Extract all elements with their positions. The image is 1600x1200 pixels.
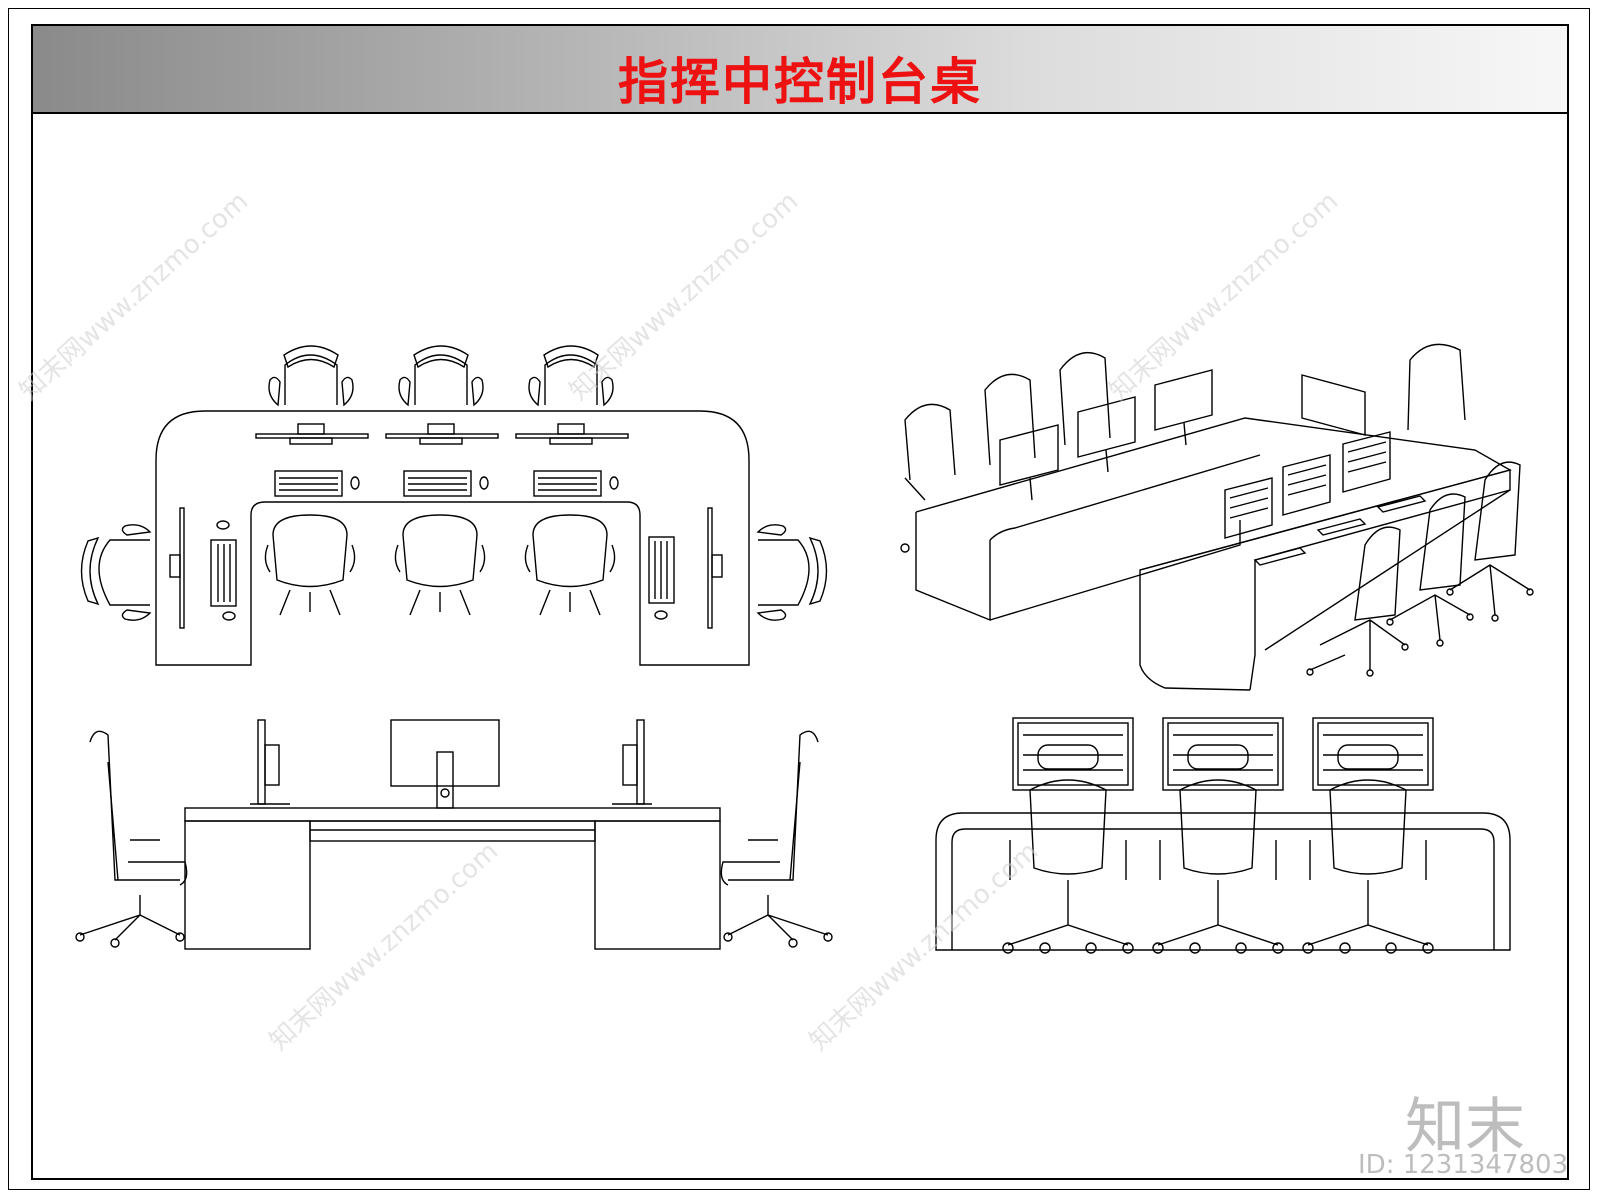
iso-chair-front-1	[1306, 526, 1409, 677]
side-elevation	[75, 719, 833, 950]
iso-chair-back-2	[984, 373, 1036, 466]
page-title: 指挥中控制台桌	[618, 53, 982, 111]
iso-monitor-1	[999, 424, 1059, 501]
plan-chair-right	[756, 524, 828, 621]
plan-keyboard-left	[210, 520, 237, 621]
image-id-label: ID: 1231347803	[1358, 1150, 1569, 1180]
side-monitor-right	[612, 719, 652, 805]
plan-chair-left	[80, 524, 152, 621]
plan-monitor-right	[707, 507, 723, 629]
plan-chair-inner-2	[394, 514, 486, 616]
front-monitor-2	[1162, 717, 1284, 791]
plan-chair-inner-1	[264, 514, 356, 616]
iso-monitor-5	[1224, 477, 1273, 539]
title-banner	[33, 26, 1567, 114]
front-monitor-3	[1312, 717, 1434, 791]
plan-keyboard-3	[533, 470, 619, 497]
plan-monitor-3	[515, 423, 629, 445]
front-chair-1	[1002, 744, 1134, 954]
iso-chair-back-1	[900, 403, 956, 553]
isometric-view	[900, 343, 1534, 691]
iso-monitor-6	[1282, 454, 1331, 516]
iso-chair-back-3	[1059, 351, 1111, 446]
inner-frame	[31, 24, 1569, 1180]
iso-monitor-7	[1342, 431, 1391, 493]
plan-monitor-1	[255, 423, 369, 445]
iso-chair-front-3	[1446, 461, 1534, 622]
side-chair-left	[75, 730, 188, 948]
side-chair-right	[720, 730, 833, 948]
front-chair-3	[1302, 744, 1434, 954]
plan-chair-top-1	[268, 345, 354, 407]
plan-chair-top-2	[398, 345, 484, 407]
iso-chair-back-4	[1407, 343, 1466, 431]
brand-logo: 知末	[1405, 1092, 1525, 1162]
front-monitor-1	[1012, 717, 1134, 791]
side-monitor-left	[250, 719, 290, 805]
side-monitor-center	[390, 719, 500, 809]
plan-keyboard-2	[403, 470, 489, 497]
iso-monitor-3	[1154, 369, 1213, 446]
outer-frame	[8, 8, 1590, 1190]
plan-keyboard-1	[274, 470, 360, 497]
front-elevation	[935, 717, 1511, 954]
plan-monitor-2	[385, 423, 499, 445]
plan-monitor-left	[169, 507, 185, 629]
iso-monitor-4	[1301, 374, 1366, 436]
plan-keyboard-right	[648, 536, 675, 620]
front-chair-2	[1152, 744, 1284, 954]
plan-chair-inner-3	[524, 514, 616, 616]
iso-chair-front-2	[1386, 493, 1474, 647]
plan-chair-top-3	[528, 345, 614, 407]
plan-view	[80, 345, 828, 666]
iso-monitor-2	[1077, 396, 1136, 473]
